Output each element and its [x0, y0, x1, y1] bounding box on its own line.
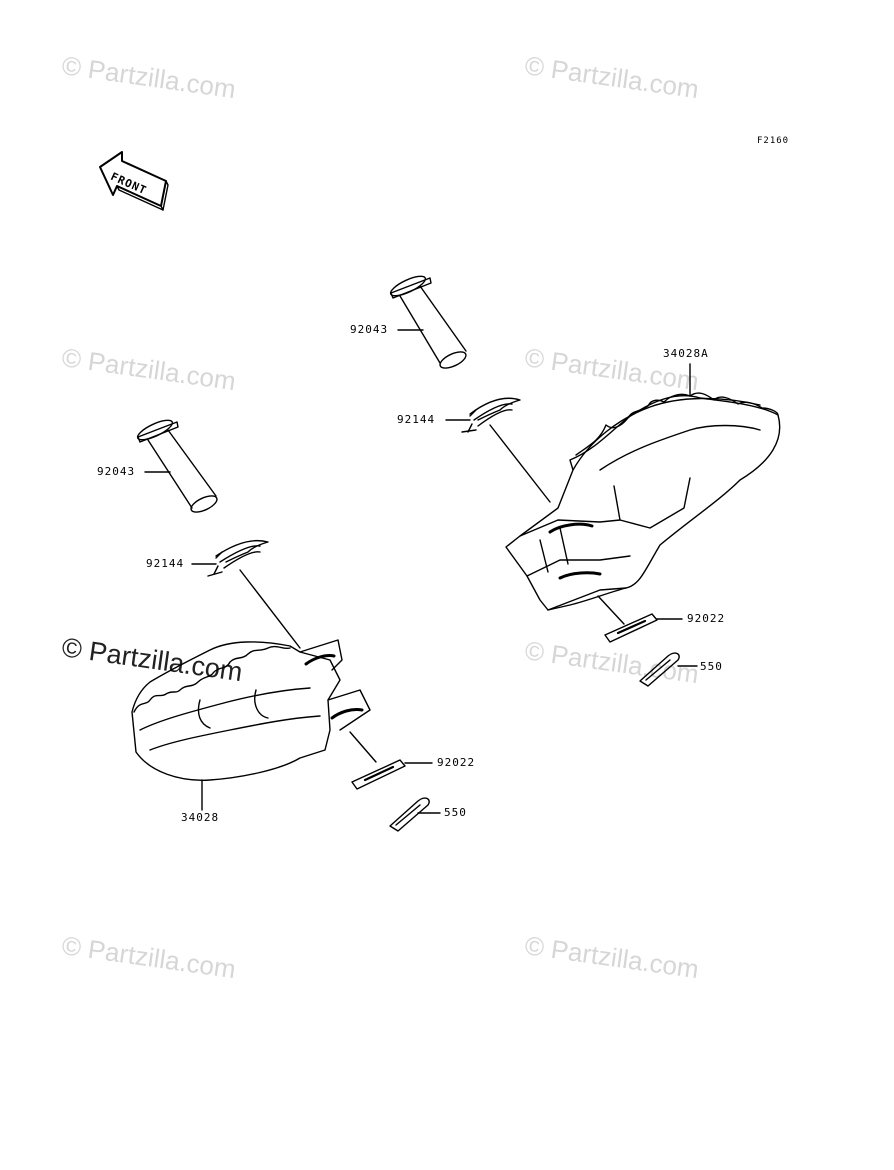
footpeg-left: [131, 639, 371, 781]
part-label-washer-right: 92022: [687, 612, 726, 625]
leader-line: [239, 569, 301, 649]
washer-left: [351, 759, 406, 790]
leader-line: [489, 424, 551, 503]
front-arrow-icon: [99, 151, 169, 211]
spring-right: [461, 397, 521, 433]
leader-line: [597, 595, 625, 625]
pin-left: [136, 419, 218, 513]
diagram-code: F2160: [757, 136, 790, 146]
part-label-footpeg-right: 34028A: [663, 347, 709, 360]
part-label-cotter-right: 550: [700, 660, 723, 673]
part-label-cotter-left: 550: [444, 806, 467, 819]
part-label-spring-left: 92144: [146, 557, 185, 570]
part-label-footpeg-left: 34028: [181, 811, 220, 824]
cotter-pin-left: [389, 797, 430, 832]
pin-right: [389, 275, 467, 369]
part-label-pin-right: 92043: [350, 323, 389, 336]
part-label-spring-right: 92144: [397, 413, 436, 426]
spring-left: [207, 539, 269, 577]
part-label-washer-left: 92022: [437, 756, 476, 769]
washer-right: [604, 613, 658, 643]
leader-line: [349, 731, 377, 763]
part-label-pin-left: 92043: [97, 465, 136, 478]
footpeg-right: [505, 392, 781, 611]
cotter-pin-right: [639, 652, 680, 687]
